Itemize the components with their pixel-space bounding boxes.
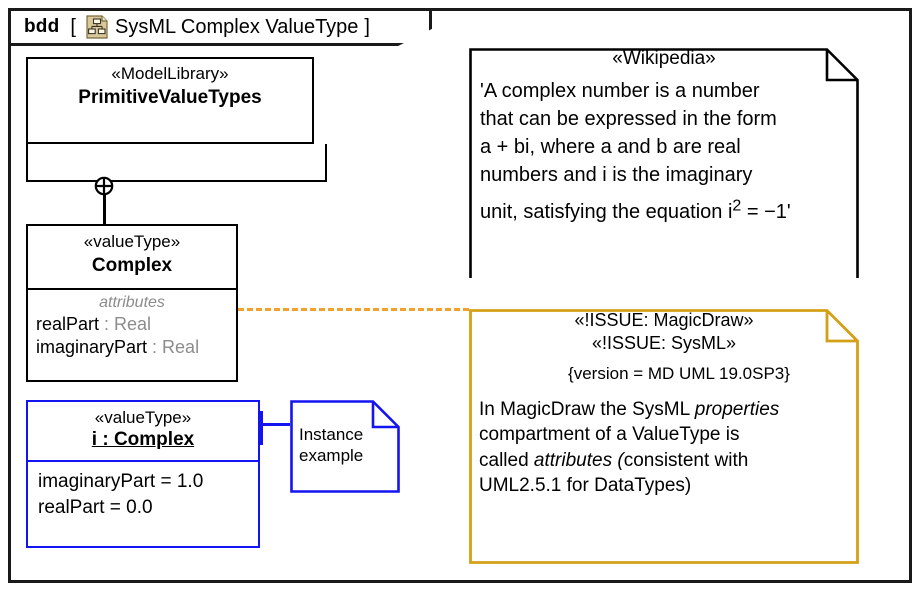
diagram-kind-label: bdd [24, 16, 60, 37]
block-header: «ModelLibrary» PrimitiveValueTypes [28, 59, 312, 118]
note-line: Instance [299, 425, 364, 444]
slot-row[interactable]: imaginaryPart = 1.0 [38, 471, 204, 493]
slots-compartment: imaginaryPart = 1.0 realPart = 0.0 [28, 462, 258, 519]
note-tagged-value: {version = MD UML 19.0SP3} [568, 363, 790, 383]
note-line: example [299, 446, 364, 466]
note-instance-example[interactable]: Instance example [290, 400, 400, 493]
note-line: 'A complex number is a number [480, 80, 760, 102]
note-issue-magicdraw[interactable]: «!ISSUE: MagicDraw» «!ISSUE: SysML» {ver… [469, 278, 859, 533]
bdd-tree-icon [86, 15, 108, 39]
note-text: «Wikipedia» 'A complex number is a numbe… [469, 48, 859, 226]
block-stereotype: «valueType» [94, 408, 192, 427]
block-header: «valueType» i : Complex [28, 402, 258, 460]
note-text-plain: called [479, 449, 534, 471]
block-stereotype: «valueType» [83, 232, 181, 251]
attribute-name: realPart [36, 314, 100, 335]
note-stereotype-sysml: «!ISSUE: SysML» [591, 333, 737, 354]
attribute-type: : Real [99, 314, 152, 335]
note-text-plain: In MagicDraw the SysML [479, 398, 695, 420]
note-shape [469, 48, 859, 285]
attributes-compartment: attributes realPart : Real imaginaryPart… [28, 290, 236, 360]
note-line: called attributes (consistent with [469, 448, 859, 473]
note-line: In MagicDraw the SysML properties [469, 397, 859, 422]
note-line: a + bi, where a and b are real [480, 136, 741, 158]
note-anchor-instance-vertical [260, 411, 263, 445]
note-shape [469, 309, 859, 564]
attribute-name: imaginaryPart [36, 337, 148, 358]
compartment-divider [28, 460, 258, 463]
note-anchor-issue [238, 308, 469, 311]
block-complex[interactable]: «valueType» Complex attributes realPart … [26, 224, 238, 382]
block-instance-i-complex[interactable]: «valueType» i : Complex imaginaryPart = … [26, 400, 260, 548]
note-text-italic: properties [694, 398, 780, 420]
compartment-divider [28, 288, 236, 291]
block-stereotype: «ModelLibrary» [111, 64, 229, 83]
block-primitive-value-types-body[interactable] [26, 144, 327, 182]
equation-superscript: 2 [732, 197, 742, 215]
note-line: that can be expressed in the form [480, 108, 777, 130]
attribute-row[interactable]: imaginaryPart : Real [28, 336, 236, 359]
note-line: compartment of a ValueType is [479, 424, 740, 446]
block-header: «valueType» Complex [28, 226, 236, 288]
note-line: UML2.5.1 for DataTypes) [479, 475, 692, 497]
note-shape [290, 400, 400, 493]
compartment-label: attributes [99, 294, 165, 312]
attribute-row[interactable]: realPart : Real [28, 313, 236, 336]
block-name: PrimitiveValueTypes [78, 87, 262, 109]
block-primitive-value-types[interactable]: «ModelLibrary» PrimitiveValueTypes [26, 57, 314, 144]
bracket-close: ] [364, 15, 370, 38]
note-text-italic: attributes ( [533, 449, 624, 471]
instance-name: i : Complex [91, 429, 195, 451]
note-stereotype: «Wikipedia» [612, 48, 716, 69]
containment-connector-line [103, 182, 106, 224]
note-stereotype-magicdraw: «!ISSUE: MagicDraw» [574, 310, 754, 330]
equation-suffix: = −1' [741, 201, 791, 223]
attribute-type: : Real [147, 337, 200, 358]
note-anchor-instance-horizontal [260, 423, 290, 426]
note-line: numbers and i is the imaginary [480, 164, 753, 186]
note-text: «!ISSUE: MagicDraw» «!ISSUE: SysML» {ver… [469, 309, 859, 499]
slot-row[interactable]: realPart = 0.0 [38, 496, 153, 518]
diagram-frame-header[interactable]: bdd [ SysML Complex ValueType ] [8, 8, 432, 46]
equation-prefix: unit, satisfying the equation i [480, 201, 733, 223]
diagram-title: SysML Complex ValueType [114, 15, 359, 38]
note-text: Instance example [290, 400, 400, 467]
note-line-equation: unit, satisfying the equation i2 = −1' [469, 189, 859, 226]
note-wikipedia[interactable]: «Wikipedia» 'A complex number is a numbe… [469, 22, 859, 259]
block-name: Complex [91, 255, 173, 277]
note-text-plain: consistent with [623, 449, 749, 471]
bracket-open: [ [70, 15, 76, 38]
containment-crosshair-icon [93, 175, 115, 197]
